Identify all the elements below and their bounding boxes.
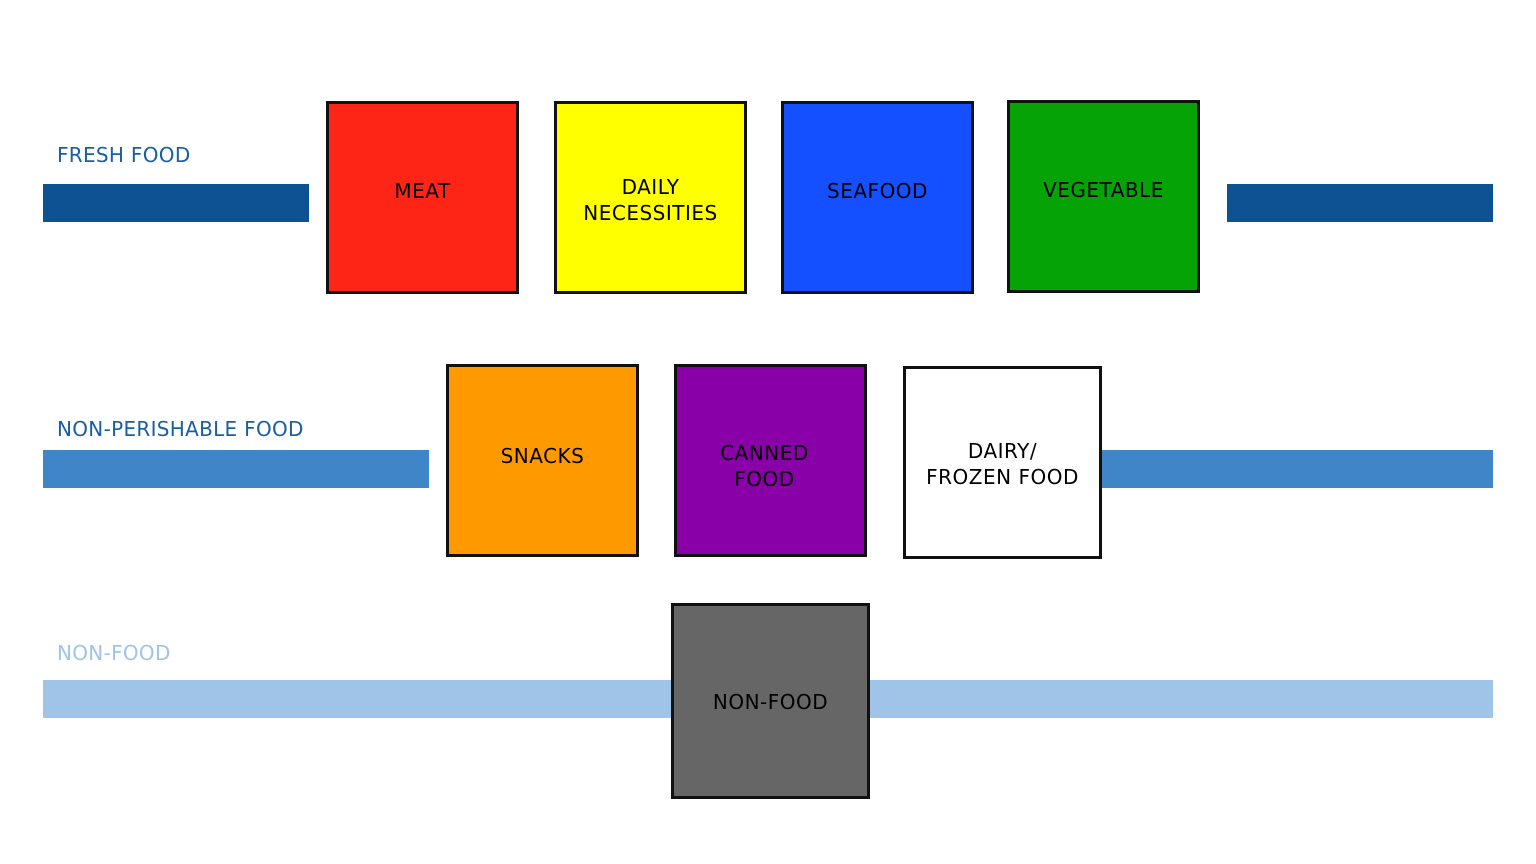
category-label-canned-food: CANNED FOOD	[720, 440, 809, 491]
category-box-seafood: SEAFOOD	[781, 101, 974, 294]
fresh-food-bar-left	[43, 184, 309, 222]
category-box-canned-food: CANNED FOOD	[674, 364, 867, 557]
category-label-non-food: NON-FOOD	[712, 690, 829, 714]
category-label-daily-necessities: DAILY NECESSITIES	[583, 174, 718, 225]
category-box-dairy-frozen-food: DAIRY/ FROZEN FOOD	[903, 366, 1102, 559]
category-box-vegetable: VEGETABLE	[1007, 100, 1200, 293]
category-label-seafood: SEAFOOD	[827, 178, 928, 203]
fresh-food-row-label: FRESH FOOD	[57, 143, 191, 167]
category-label-meat: MEAT	[394, 178, 451, 203]
non-perishable-bar-left	[43, 450, 429, 488]
category-box-meat: MEAT	[326, 101, 519, 294]
category-label-vegetable: VEGETABLE	[1043, 177, 1164, 202]
fresh-food-bar-right	[1227, 184, 1493, 222]
category-box-snacks: SNACKS	[446, 364, 639, 557]
category-box-daily-necessities: DAILY NECESSITIES	[554, 101, 747, 294]
non-perishable-bar-right	[1100, 450, 1493, 488]
non-food-row-label: NON-FOOD	[57, 641, 171, 665]
category-label-dairy-frozen-food: DAIRY/ FROZEN FOOD	[926, 438, 1079, 489]
category-label-snacks: SNACKS	[500, 443, 585, 468]
category-box-non-food: NON-FOOD	[671, 603, 870, 799]
non-perishable-row-label: NON-PERISHABLE FOOD	[57, 417, 304, 441]
